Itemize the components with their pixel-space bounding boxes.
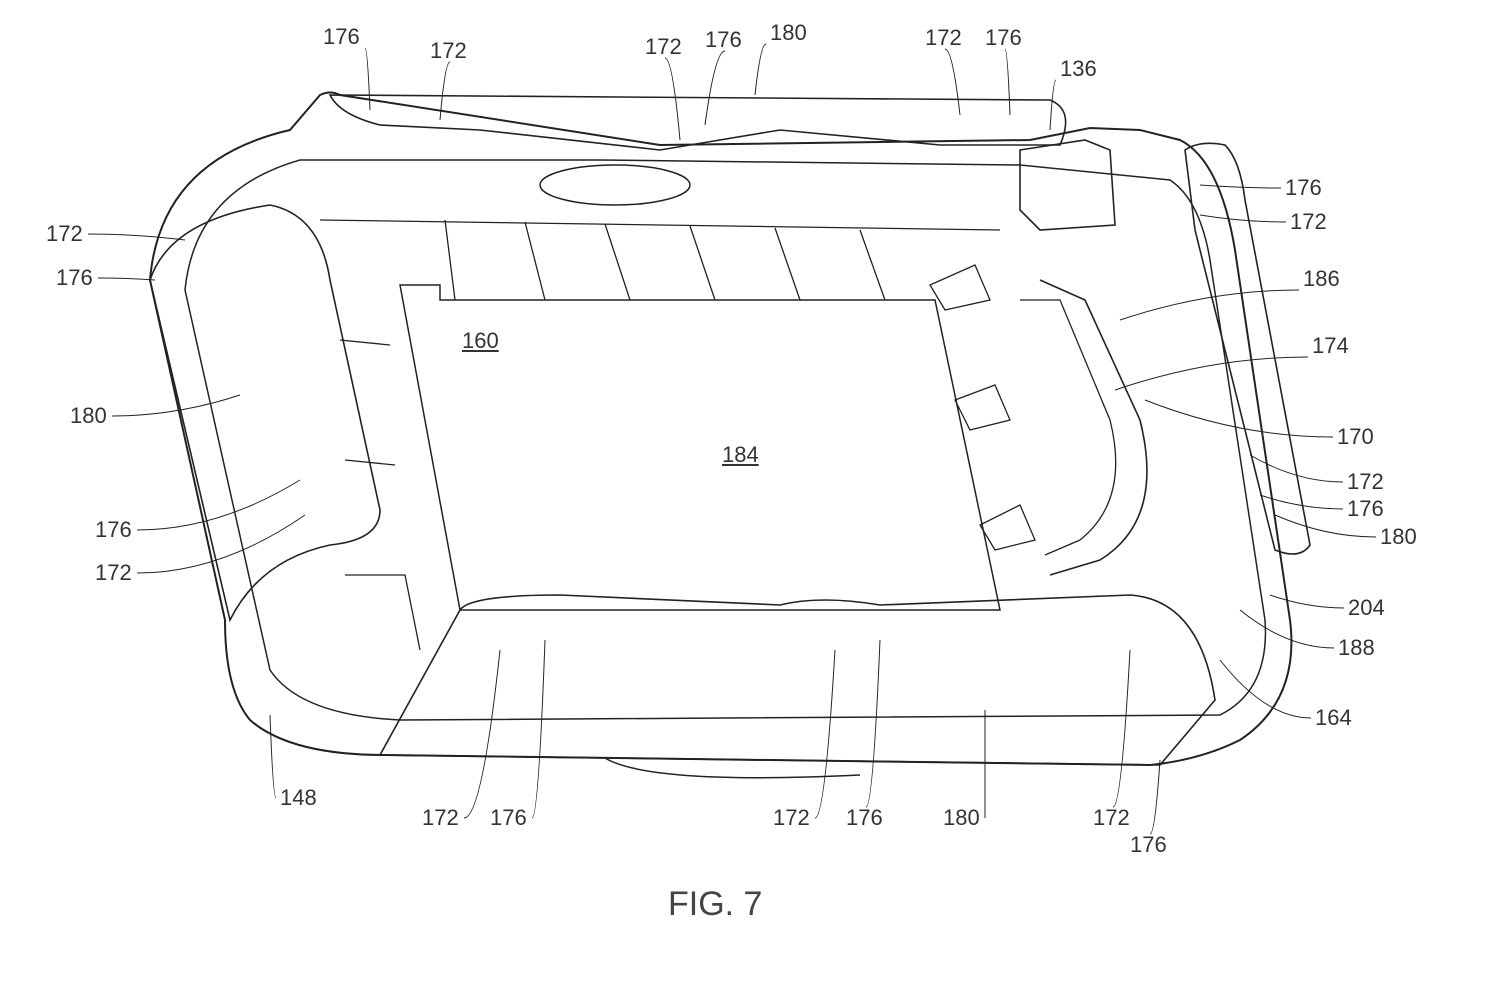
ref-label: 176	[1285, 177, 1322, 199]
leader-line	[1200, 185, 1281, 188]
outer-frame	[150, 93, 1291, 766]
ref-label: 172	[1093, 807, 1130, 829]
ref-label: 180	[70, 405, 107, 427]
ref-label: 176	[56, 267, 93, 289]
leader-line	[1250, 455, 1343, 482]
leader-line	[705, 51, 725, 125]
leader-line	[815, 650, 835, 818]
tube-channel-inner	[1020, 300, 1116, 555]
ref-label: 172	[925, 27, 962, 49]
ref-label: 172	[95, 562, 132, 584]
ref-160: 160	[462, 330, 499, 352]
bottom-bumper	[380, 595, 1215, 765]
ref-label: 204	[1348, 597, 1385, 619]
ref-label: 164	[1315, 707, 1352, 729]
leader-line	[866, 640, 880, 807]
leader-line	[365, 48, 370, 110]
connector-block	[1020, 140, 1115, 230]
ref-label: 188	[1338, 637, 1375, 659]
leader-line	[1113, 650, 1130, 807]
ref-label: 172	[645, 36, 682, 58]
inner-rim	[185, 160, 1265, 720]
leader-line	[665, 58, 680, 140]
ref-label: 172	[422, 807, 459, 829]
ref-label: 176	[1347, 498, 1384, 520]
ref-label: 186	[1303, 268, 1340, 290]
leader-line	[532, 640, 545, 818]
ref-label: 176	[323, 26, 360, 48]
ref-label: 172	[430, 40, 467, 62]
ref-label: 180	[1380, 526, 1417, 548]
leader-line	[270, 715, 276, 798]
ref-label: 176	[705, 29, 742, 51]
ref-label: 172	[1347, 471, 1384, 493]
ref-label: 172	[773, 807, 810, 829]
tube-channel	[1040, 280, 1147, 575]
figure-caption: FIG. 7	[668, 885, 762, 924]
leader-line	[88, 234, 185, 240]
ref-label: 136	[1060, 58, 1097, 80]
leader-line	[1150, 760, 1160, 834]
leader-line	[98, 278, 155, 280]
leader-line	[1200, 215, 1286, 222]
ref-184: 184	[722, 444, 759, 466]
leader-line	[1005, 49, 1010, 115]
leader-line	[1240, 610, 1334, 648]
leader-line	[755, 44, 766, 95]
ref-label: 172	[1290, 211, 1327, 233]
leader-line	[1220, 660, 1311, 718]
leader-line	[945, 49, 960, 115]
ref-label: 180	[943, 807, 980, 829]
ref-label: 176	[846, 807, 883, 829]
ref-label: 176	[95, 519, 132, 541]
right-bumper	[1185, 143, 1310, 554]
ref-label: 174	[1312, 335, 1349, 357]
ref-label: 176	[1130, 834, 1167, 856]
leader-line	[137, 480, 300, 530]
top-latch	[540, 165, 690, 205]
leader-line	[464, 650, 500, 818]
left-bumper	[150, 205, 380, 620]
leader-line	[1270, 595, 1344, 608]
leader-line	[1050, 80, 1056, 130]
ref-label: 170	[1337, 426, 1374, 448]
ref-label: 148	[280, 787, 317, 809]
ref-label: 176	[490, 807, 527, 829]
leader-line	[1115, 357, 1308, 390]
ref-label: 176	[985, 27, 1022, 49]
ref-label: 172	[46, 223, 83, 245]
leader-line	[1120, 290, 1299, 320]
ref-label: 180	[770, 22, 807, 44]
